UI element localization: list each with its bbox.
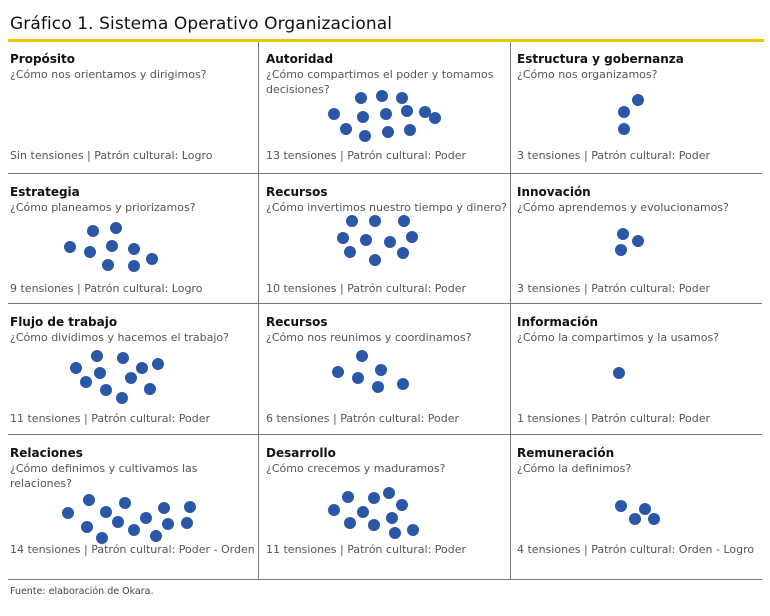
system-cell: Innovación ¿Cómo aprendemos y evoluciona…	[517, 175, 765, 303]
cell-question: ¿Cómo aprendemos y evolucionamos?	[517, 201, 729, 214]
cell-stat: Sin tensiones | Patrón cultural: Logro	[10, 149, 213, 162]
cell-stat: 13 tensiones | Patrón cultural: Poder	[266, 149, 467, 162]
cell-stat: 6 tensiones | Patrón cultural: Poder	[266, 412, 460, 425]
cell-question: ¿Cómo definimos y cultivamos las relacio…	[10, 462, 198, 490]
row-divider	[8, 303, 762, 304]
row-divider	[8, 434, 762, 435]
system-cell: Autoridad ¿Cómo compartimos el poder y t…	[266, 42, 514, 170]
cell-title: Información	[517, 315, 599, 329]
system-cell: Estrategia ¿Cómo planeamos y priorizamos…	[10, 175, 258, 303]
cell-title: Propósito	[10, 52, 76, 66]
page-title: Gráfico 1. Sistema Operativo Organizacio…	[10, 14, 393, 34]
title-underline	[8, 39, 764, 42]
cell-title: Estrategia	[10, 185, 80, 199]
cell-stat: 3 tensiones | Patrón cultural: Poder	[517, 149, 711, 162]
cell-question: ¿Cómo nos orientamos y dirigimos?	[10, 68, 207, 81]
system-cell: Flujo de trabajo ¿Cómo dividimos y hacem…	[10, 305, 258, 433]
source-note: Fuente: elaboración de Okara.	[10, 586, 154, 597]
system-cell: Propósito ¿Cómo nos orientamos y dirigim…	[10, 42, 258, 170]
system-cell: Relaciones ¿Cómo definimos y cultivamos …	[10, 436, 258, 564]
cell-stat: 1 tensiones | Patrón cultural: Poder	[517, 412, 711, 425]
cell-question: ¿Cómo la definimos?	[517, 462, 632, 475]
column-divider	[258, 42, 259, 579]
cell-title: Recursos	[266, 185, 328, 199]
cell-question: ¿Cómo invertimos nuestro tiempo y dinero…	[266, 201, 508, 214]
cell-title: Innovación	[517, 185, 591, 199]
system-cell: Remuneración ¿Cómo la definimos? 4 tensi…	[517, 436, 765, 564]
cell-stat: 3 tensiones | Patrón cultural: Poder	[517, 282, 711, 295]
system-cell: Recursos ¿Cómo nos reunimos y coordinamo…	[266, 305, 514, 433]
row-divider	[8, 173, 762, 174]
cell-stat: 4 tensiones | Patrón cultural: Orden - L…	[517, 543, 755, 556]
cell-question: ¿Cómo la compartimos y la usamos?	[517, 331, 720, 344]
cell-stat: 14 tensiones | Patrón cultural: Poder - …	[10, 543, 255, 556]
system-cell: Recursos ¿Cómo invertimos nuestro tiempo…	[266, 175, 514, 303]
system-cell: Estructura y gobernanza ¿Cómo nos organi…	[517, 42, 765, 170]
cell-stat: 11 tensiones | Patrón cultural: Poder	[266, 543, 467, 556]
cell-question: ¿Cómo crecemos y maduramos?	[266, 462, 446, 475]
cell-stat: 11 tensiones | Patrón cultural: Poder	[10, 412, 211, 425]
system-cell: Desarrollo ¿Cómo crecemos y maduramos? 1…	[266, 436, 514, 564]
cell-title: Remuneración	[517, 446, 615, 460]
system-cell: Información ¿Cómo la compartimos y la us…	[517, 305, 765, 433]
row-divider	[8, 579, 762, 580]
cell-stat: 10 tensiones | Patrón cultural: Poder	[266, 282, 467, 295]
cell-title: Relaciones	[10, 446, 83, 460]
cell-title: Estructura y gobernanza	[517, 52, 684, 66]
cell-question: ¿Cómo dividimos y hacemos el trabajo?	[10, 331, 229, 344]
cell-title: Autoridad	[266, 52, 334, 66]
cell-title: Desarrollo	[266, 446, 336, 460]
cell-question: ¿Cómo nos reunimos y coordinamos?	[266, 331, 472, 344]
column-divider	[510, 42, 511, 579]
cell-question: ¿Cómo nos organizamos?	[517, 68, 658, 81]
cell-stat: 9 tensiones | Patrón cultural: Logro	[10, 282, 203, 295]
cell-title: Recursos	[266, 315, 328, 329]
cell-title: Flujo de trabajo	[10, 315, 118, 329]
cell-question: ¿Cómo compartimos el poder y tomamos dec…	[266, 68, 494, 96]
cell-question: ¿Cómo planeamos y priorizamos?	[10, 201, 196, 214]
